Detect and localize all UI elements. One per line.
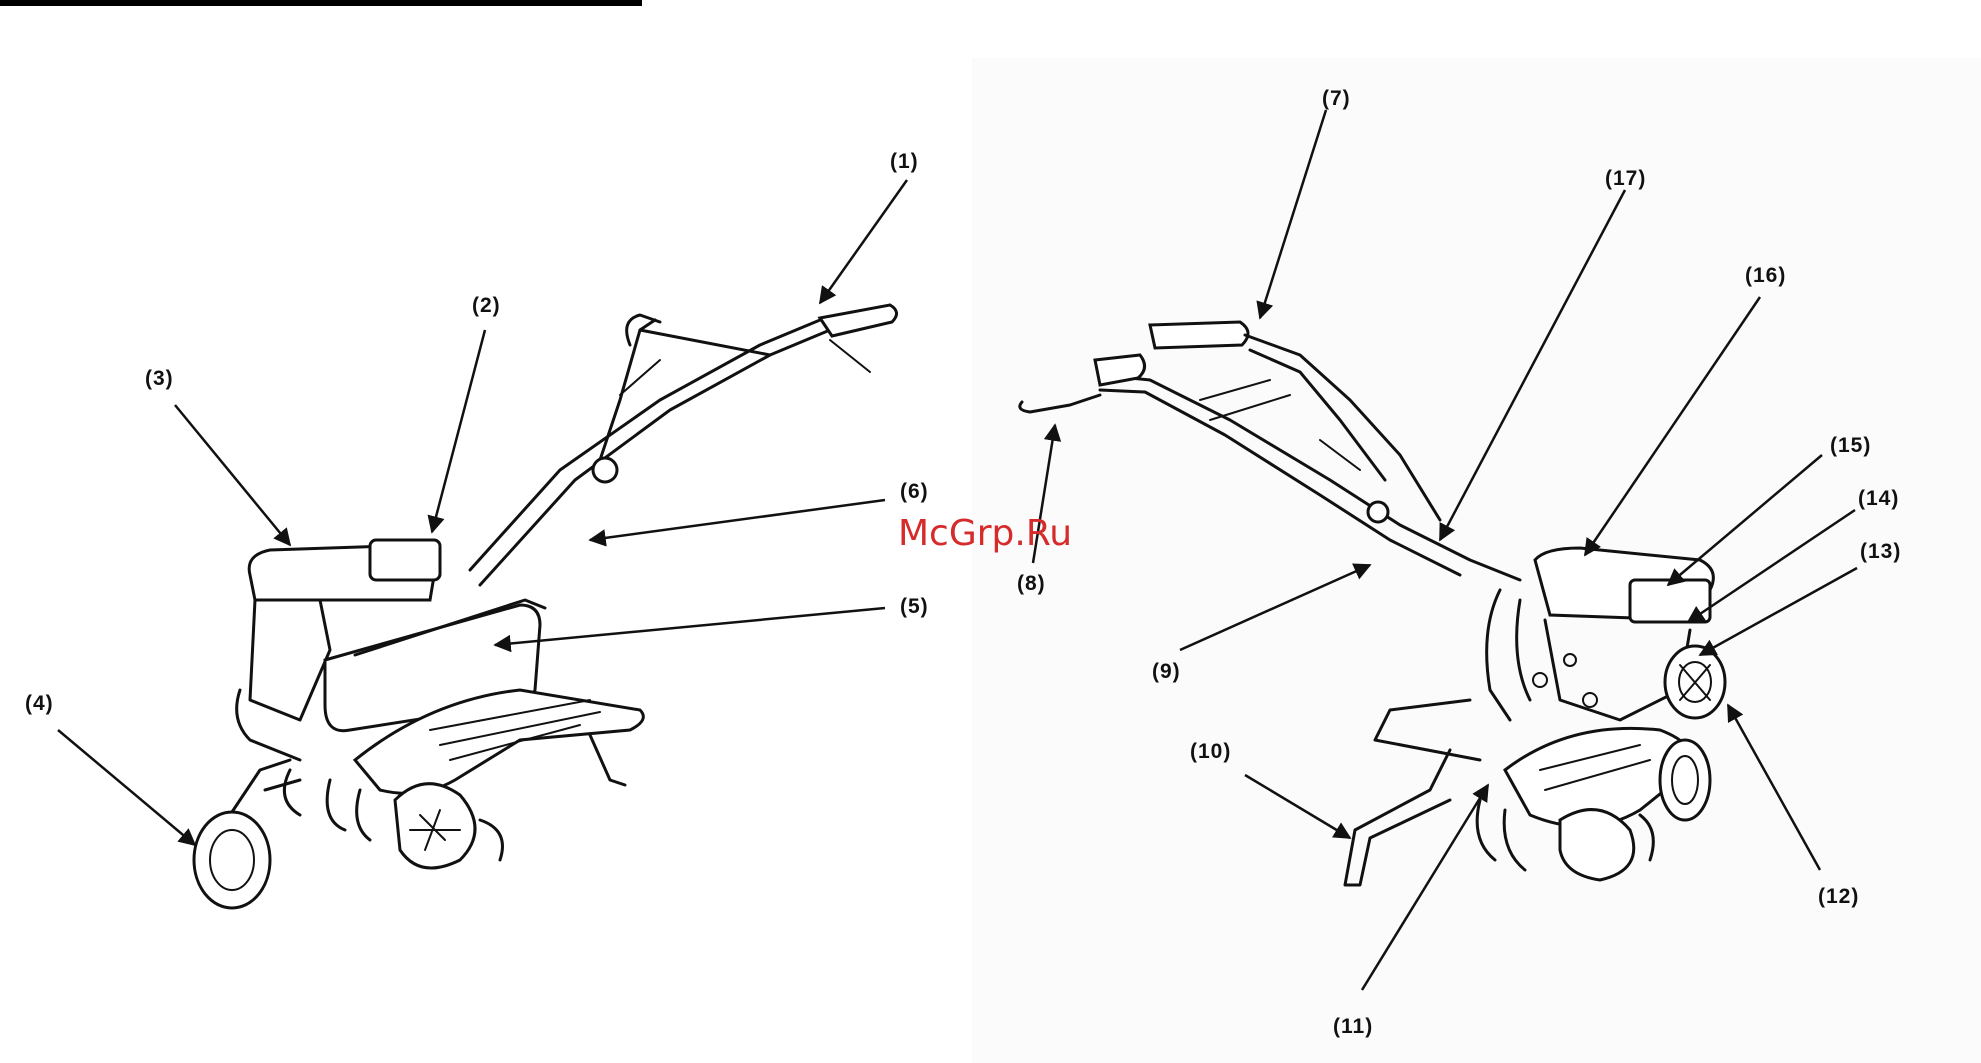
leader-6 bbox=[590, 500, 885, 540]
callout-6: (6) bbox=[900, 480, 929, 503]
callout-17: (17) bbox=[1605, 167, 1646, 190]
leader-10 bbox=[1245, 775, 1350, 838]
left-tiller-illustration bbox=[194, 305, 897, 908]
leader-17 bbox=[1440, 190, 1625, 540]
leader-7 bbox=[1260, 110, 1326, 318]
leader-5 bbox=[495, 608, 885, 645]
callout-15: (15) bbox=[1830, 434, 1871, 457]
callout-9: (9) bbox=[1152, 660, 1181, 683]
callout-3: (3) bbox=[145, 367, 174, 390]
callout-12: (12) bbox=[1818, 885, 1859, 908]
callout-5: (5) bbox=[900, 595, 929, 618]
leader-4 bbox=[58, 730, 195, 845]
leader-9 bbox=[1180, 565, 1370, 650]
leader-14 bbox=[1688, 510, 1855, 622]
callout-10: (10) bbox=[1190, 740, 1231, 763]
leader-13 bbox=[1700, 568, 1857, 655]
callout-7: (7) bbox=[1322, 87, 1351, 110]
leader-3 bbox=[175, 405, 290, 545]
leader-1 bbox=[820, 180, 907, 303]
callout-8: (8) bbox=[1017, 572, 1046, 595]
callout-14: (14) bbox=[1858, 487, 1899, 510]
callout-4: (4) bbox=[25, 692, 54, 715]
watermark: McGrp.Ru bbox=[898, 513, 1072, 554]
leader-16 bbox=[1585, 297, 1760, 555]
leader-2 bbox=[432, 330, 485, 532]
leader-12 bbox=[1728, 705, 1820, 870]
leader-15 bbox=[1668, 455, 1822, 585]
callout-16: (16) bbox=[1745, 264, 1786, 287]
right-tiller-illustration bbox=[1020, 322, 1725, 885]
callout-1: (1) bbox=[890, 150, 919, 173]
callout-11: (11) bbox=[1333, 1015, 1373, 1038]
callout-13: (13) bbox=[1860, 540, 1901, 563]
callout-2: (2) bbox=[472, 294, 501, 317]
